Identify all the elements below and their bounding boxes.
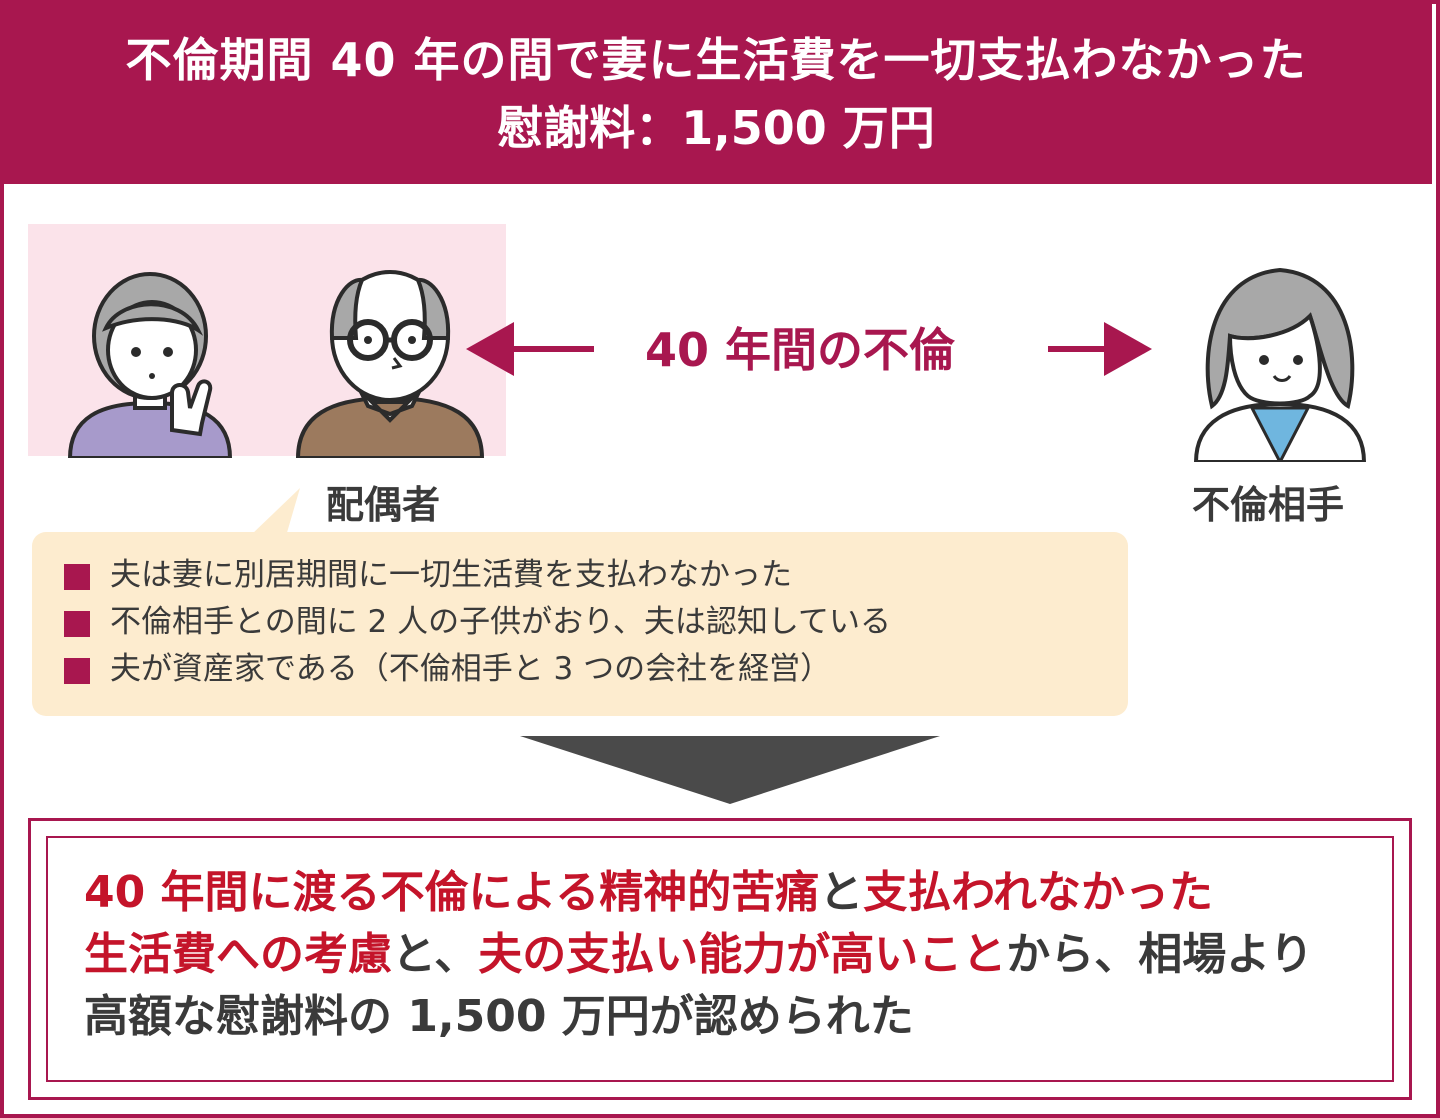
result-segment: 高額な慰謝料の 1,500 万円が認められた	[84, 991, 914, 1042]
result-segment: から、相場より	[1006, 929, 1314, 980]
bullet-square-icon	[64, 564, 90, 590]
result-frame-outer	[28, 818, 1412, 1100]
header-banner: 不倫期間 40 年の間で妻に生活費を一切支払わなかった 慰謝料：1,500 万円	[0, 0, 1432, 184]
list-item: 不倫相手との間に 2 人の子供がおり、夫は認知している	[64, 599, 891, 646]
partner-illustration	[1193, 267, 1367, 462]
down-arrow-icon	[520, 736, 940, 804]
result-segment: 夫の支払い能力が高いこと	[478, 929, 1007, 980]
result-segment: 支払われなかった	[863, 867, 1214, 918]
wife-illustration	[67, 272, 233, 458]
result-segment: 生活費への考慮	[84, 929, 392, 980]
arrow-right-icon	[1048, 322, 1152, 376]
relation-label: 40 年間の不倫	[644, 323, 956, 377]
fact-text: 不倫相手との間に 2 人の子供がおり、夫は認知している	[110, 604, 891, 640]
result-frame-inner	[46, 836, 1394, 1082]
partner-label: 不倫相手	[1192, 483, 1345, 527]
spouse-label: 配偶者	[326, 483, 441, 527]
result-segment: と、	[392, 929, 479, 980]
bullet-square-icon	[64, 611, 90, 637]
header-title-line1: 不倫期間 40 年の間で妻に生活費を一切支払わなかった	[125, 33, 1307, 87]
result-text: 40 年間に渡る不倫による精神的苦痛と支払われなかった 生活費への考慮と、夫の支…	[84, 862, 1404, 1048]
husband-illustration	[295, 270, 485, 458]
arrow-left-icon	[466, 322, 594, 376]
fact-text: 夫が資産家である（不倫相手と 3 つの会社を経営）	[110, 651, 832, 687]
bullet-square-icon	[64, 658, 90, 684]
list-item: 夫は妻に別居期間に一切生活費を支払わなかった	[64, 552, 891, 599]
facts-box	[32, 532, 1128, 716]
result-segment: 40 年間に渡る不倫による精神的苦痛	[84, 867, 820, 918]
list-item: 夫が資産家である（不倫相手と 3 つの会社を経営）	[64, 646, 891, 693]
facts-list: 夫は妻に別居期間に一切生活費を支払わなかった 不倫相手との間に 2 人の子供がお…	[64, 552, 891, 693]
header-title-line2: 慰謝料：1,500 万円	[497, 101, 935, 155]
speech-tail	[250, 488, 300, 536]
result-segment: と	[819, 867, 864, 918]
fact-text: 夫は妻に別居期間に一切生活費を支払わなかった	[110, 557, 792, 593]
